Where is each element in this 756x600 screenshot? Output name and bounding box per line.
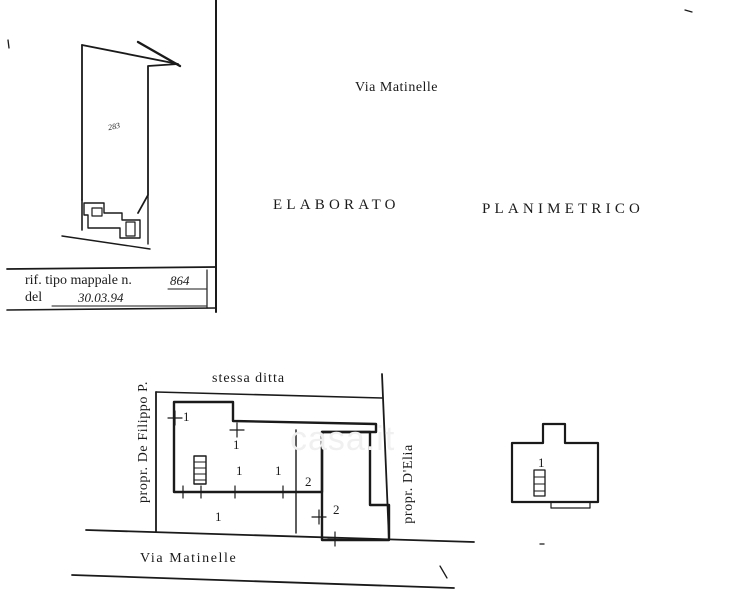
scan-marks [7, 9, 693, 579]
title-word-planimetrico: PLANIMETRICO [482, 201, 645, 217]
unit-number-label: 1 [215, 509, 222, 524]
unit-number-label: 1 [183, 409, 190, 424]
unit-number-label: 2 [305, 474, 312, 489]
neighbor-right-label: propr. D'Elia [401, 444, 416, 524]
street-name-bottom: Via Matinelle [140, 551, 238, 566]
location-inset [6, 0, 217, 313]
unit-number-label: 1 [233, 437, 240, 452]
unit-number-label: 1 [538, 455, 545, 470]
unit-detail [510, 422, 600, 509]
reference-number: 864 [170, 273, 190, 288]
neighbor-left-label: propr. De Filippo P. [136, 380, 151, 504]
unit-number-label: 1 [275, 463, 282, 478]
site-plan [71, 373, 475, 589]
unit-number-label: 1 [236, 463, 243, 478]
street-name-top: Via Matinelle [355, 80, 439, 95]
date-value: 30.03.94 [78, 290, 124, 305]
unit-number-label: 2 [333, 502, 340, 517]
date-prefix: del [25, 290, 43, 305]
title-word-elaborato: ELABORATO [273, 197, 400, 213]
watermark-text: casa.it [290, 420, 396, 458]
neighbor-top-label: stessa ditta [212, 371, 286, 386]
reference-prefix: rif. tipo mappale n. [25, 273, 132, 288]
